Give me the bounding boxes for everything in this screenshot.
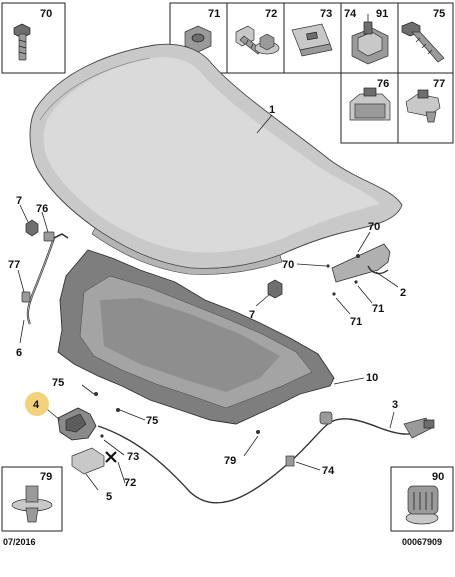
box-70-label: 70 [40,8,52,20]
detail-box-90: 90 [390,466,454,532]
callout-4-highlight [25,392,49,416]
callout-2: 2 [400,287,406,299]
box-71-label: 71 [208,8,220,20]
leader-lines [17,114,399,491]
washer-nut-icon [254,33,280,55]
rod-clip-76 [43,231,55,242]
callout-7-center: 7 [249,309,255,321]
detail-box-79: 79 [1,466,63,532]
rod-clip-77 [21,291,31,303]
callout-79: 79 [224,455,236,467]
flange-bolt-icon [401,21,445,63]
grommet-7-center [267,279,283,299]
release-handle [71,447,117,475]
hood-panel [29,43,403,275]
hood-latch [57,392,120,441]
callout-77: 77 [8,259,20,271]
callout-72: 72 [124,477,136,489]
clip-plate-icon [291,23,333,57]
callout-73: 73 [127,451,139,463]
retainer-clip-icon [351,14,389,65]
box-73-label: 73 [320,8,332,20]
callout-76: 76 [36,203,48,215]
push-rivet-icon [11,485,53,523]
callout-71-b: 71 [350,316,362,328]
callout-74: 74 [322,465,335,477]
detail-box-77: 77 [397,72,454,144]
box-76-label: 76 [377,78,389,90]
callout-75-a: 75 [52,377,64,389]
callout-1: 1 [269,104,275,116]
bolt-icon [13,23,31,61]
prop-rod [26,233,69,325]
callout-70-b: 70 [282,259,294,271]
box-72-label: 72 [265,8,277,20]
callouts: 1 2 3 4 5 6 7 7 10 70 70 71 71 72 73 74 … [8,104,406,503]
detail-box-75: 75 [397,2,454,74]
cable-guide-icon [405,485,439,525]
box-91-label: 91 [376,8,388,20]
callout-10: 10 [366,372,378,384]
box-75-label: 75 [433,8,445,20]
detail-box-73: 73 [283,2,342,74]
nut-icon [184,25,212,53]
callout-5: 5 [106,491,112,503]
box-79-label: 79 [40,471,52,483]
footer-date: 07/2016 [3,537,36,547]
hood-insulation-pad [57,249,335,425]
detail-box-71: 71 [169,2,228,74]
callout-70-a: 70 [368,221,380,233]
callout-6: 6 [16,347,22,359]
rod-clip-icon [405,89,441,123]
rod-grommet-7 [25,219,39,237]
box-74-label: 74 [344,8,357,20]
bumper-clip-icon [349,87,391,121]
detail-box-74-91: 74 91 [340,2,399,74]
callout-7-left: 7 [16,195,22,207]
detail-box-72: 72 [226,2,285,74]
release-cable [97,411,435,504]
box-77-label: 77 [433,78,445,90]
callout-71-a: 71 [372,303,384,315]
callout-75-b: 75 [146,415,158,427]
detail-box-70: 70 [1,2,66,74]
footer-code: 00067909 [402,537,442,547]
detail-box-76: 76 [340,72,399,144]
callout-3: 3 [392,399,398,411]
box-90-label: 90 [432,471,444,483]
striker-bracket [326,243,391,296]
callout-4: 4 [33,399,40,411]
